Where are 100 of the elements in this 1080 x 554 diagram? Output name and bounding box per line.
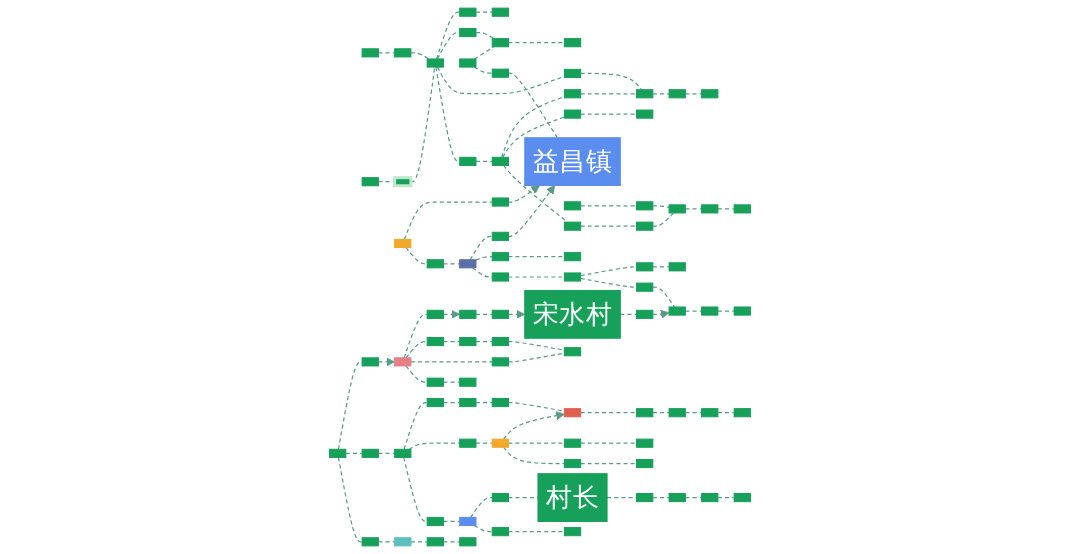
connector: [717, 496, 735, 499]
node-box: [491, 397, 509, 408]
connector: [475, 340, 493, 343]
connector: [473, 66, 493, 74]
node-box: [563, 272, 582, 282]
connector: [475, 401, 493, 404]
node-box: [459, 438, 477, 448]
connector: [652, 496, 670, 499]
connector: [405, 365, 428, 383]
node-box: [563, 347, 582, 357]
connector: [684, 208, 703, 210]
connector: [473, 46, 495, 60]
connector: [580, 72, 643, 91]
node-box: [491, 309, 509, 319]
node-box: [636, 438, 654, 448]
node-box: [329, 448, 347, 458]
connector: [405, 246, 428, 265]
node-box: [361, 537, 379, 547]
connector: [442, 263, 461, 265]
connector: [377, 541, 396, 543]
arrow: [377, 357, 396, 367]
arrow: [652, 309, 670, 319]
node-box: [426, 336, 444, 347]
node-box: [701, 306, 719, 316]
node-box: [733, 408, 751, 418]
node-box: [701, 493, 719, 503]
node-box: [563, 221, 582, 231]
connector: [475, 11, 493, 13]
connector: [507, 72, 559, 139]
connector: [403, 401, 428, 450]
node-box: [636, 221, 654, 231]
connector: [475, 313, 493, 315]
node-box: [361, 448, 379, 458]
node-box: [563, 201, 582, 211]
node-box: [563, 68, 582, 79]
node-box: [636, 109, 654, 119]
node-box: [636, 262, 654, 272]
connector: [436, 11, 461, 60]
node-box: 宋水村: [524, 289, 621, 339]
node-box: [491, 438, 509, 448]
connector: [502, 116, 565, 158]
node-box: [491, 336, 509, 347]
node-box: [459, 27, 477, 38]
node-box: [361, 48, 379, 58]
node-box: [459, 156, 477, 166]
connector: [472, 267, 493, 278]
connector: [408, 442, 461, 450]
node-box: 益昌镇: [524, 137, 621, 186]
node-box: [459, 537, 477, 547]
connector: [469, 235, 493, 261]
node-box: [393, 176, 413, 188]
connector: [442, 541, 461, 543]
connector: [337, 456, 363, 543]
node-box: [701, 408, 719, 418]
node-box: [636, 309, 654, 319]
node-box: [701, 89, 719, 99]
connector: [377, 52, 396, 54]
node-box: [459, 309, 477, 319]
node-box: [361, 357, 379, 367]
arrow: [507, 185, 540, 203]
node-box: [426, 259, 444, 269]
node-box: [636, 493, 654, 503]
node-box: [491, 231, 509, 241]
node-box: [426, 377, 444, 387]
connector: [717, 412, 735, 414]
node-box: [668, 89, 686, 99]
node-box: [668, 262, 686, 272]
connector: [475, 256, 493, 261]
node-box: [636, 201, 654, 211]
arrow: [507, 185, 556, 237]
node-box: [394, 448, 412, 458]
node-box: [491, 68, 509, 78]
node-box: 村长: [537, 473, 608, 522]
connector: [652, 412, 670, 414]
connector: [403, 201, 493, 240]
connector: [475, 31, 495, 40]
node-box: [563, 252, 582, 262]
connector: [684, 412, 703, 414]
node-box: [733, 306, 751, 316]
node-box: [563, 89, 582, 99]
connector: [503, 446, 565, 465]
node-box: [491, 38, 509, 48]
node-box: [701, 204, 719, 214]
node-box: [668, 408, 686, 418]
node-box: [733, 493, 751, 503]
node-box: [426, 58, 444, 68]
node-box: [459, 336, 477, 347]
node-box: [491, 197, 509, 207]
node-box: [563, 408, 582, 418]
connector: [501, 96, 565, 158]
node-box: [563, 527, 582, 537]
connector: [405, 340, 428, 359]
node-box: [426, 397, 444, 408]
node-box: [459, 397, 477, 408]
arrow: [442, 309, 461, 319]
connector: [410, 541, 428, 543]
connector: [345, 452, 363, 454]
connector: [717, 310, 735, 312]
node-box: [636, 408, 654, 418]
node-box: [394, 238, 412, 249]
